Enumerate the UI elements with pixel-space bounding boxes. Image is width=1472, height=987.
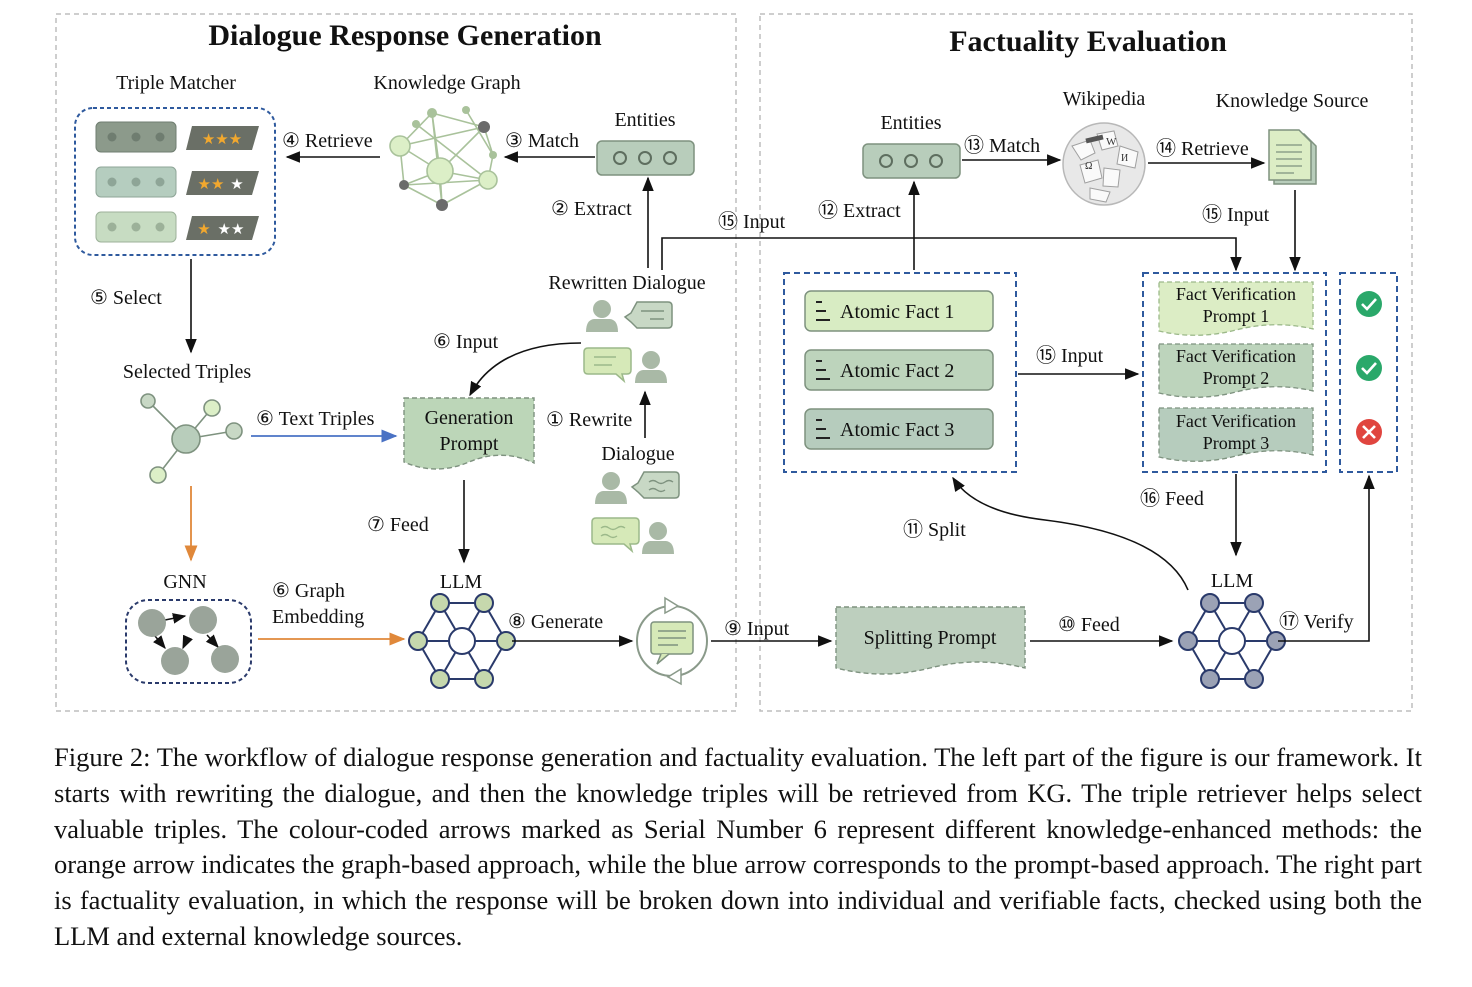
entities-label-left: Entities <box>614 109 675 131</box>
step-graph-embedding-1: ⑥ Graph <box>272 580 345 602</box>
svg-text:Atomic Fact 2: Atomic Fact 2 <box>840 360 954 382</box>
workflow-diagram: Dialogue Response Generation Factuality … <box>55 13 1413 712</box>
dialogue-icon <box>591 471 680 554</box>
svg-text:И: И <box>1121 153 1128 164</box>
input-arrow-top-route <box>661 237 1242 272</box>
svg-text:Generation: Generation <box>425 407 514 429</box>
svg-text:Prompt: Prompt <box>440 433 499 455</box>
fact-prompts-box <box>1142 272 1327 473</box>
right-panel-frame <box>759 13 1413 712</box>
gnn-label: GNN <box>163 571 206 593</box>
llm-network-right-icon <box>1178 593 1286 689</box>
step-input-splitting: ⑨ Input <box>724 618 790 640</box>
svg-text:W: W <box>1106 136 1117 148</box>
svg-text:Atomic Fact 3: Atomic Fact 3 <box>840 419 954 441</box>
step-extract-right: ⑫ Extract <box>818 199 901 222</box>
step-feed-splitting: ⑩ Feed <box>1058 614 1120 636</box>
svg-text:Fact Verification: Fact Verification <box>1176 346 1296 366</box>
entities-label-right: Entities <box>880 112 941 134</box>
input-arrow-generation <box>469 342 582 397</box>
step-split: ⑪ Split <box>903 518 966 541</box>
check-icon-2 <box>1356 355 1382 381</box>
knowledge-source-doc-icon <box>1268 129 1317 185</box>
step-text-triples: ⑥ Text Triples <box>256 408 375 430</box>
wikipedia-globe-icon: W Ω И <box>1062 122 1146 206</box>
svg-text:Ω: Ω <box>1085 161 1092 172</box>
svg-text:★: ★ <box>230 177 243 193</box>
splitting-prompt-box: Splitting Prompt <box>835 606 1026 675</box>
verify-arrow <box>1278 474 1375 642</box>
gnn-box <box>125 599 252 684</box>
check-icon-1 <box>1356 291 1382 317</box>
step-retrieve-left: ④ Retrieve <box>282 130 373 152</box>
selected-triples-icon <box>140 393 243 484</box>
svg-text:Atomic Fact 1: Atomic Fact 1 <box>840 301 954 323</box>
step-input-knowledge-source: ⑮ Input <box>1202 203 1270 226</box>
left-panel-title: Dialogue Response Generation <box>208 19 602 52</box>
entities-box-right <box>862 143 961 179</box>
triple-matcher-box: ★★★ ★★ ★ ★ ★★ <box>74 107 276 256</box>
svg-text:★: ★ <box>197 222 210 238</box>
fact-verification-prompt-1: Fact Verification Prompt 1 <box>1158 281 1314 336</box>
left-panel-frame <box>55 13 737 712</box>
svg-text:★★★: ★★★ <box>202 132 242 148</box>
atomic-fact-2: Atomic Fact 2 <box>804 349 994 391</box>
step-match-left: ③ Match <box>505 130 579 152</box>
right-panel-title: Factuality Evaluation <box>949 25 1227 58</box>
rewritten-dialogue-label: Rewritten Dialogue <box>548 272 705 294</box>
wikipedia-label: Wikipedia <box>1063 88 1146 110</box>
atomic-fact-1: Atomic Fact 1 <box>804 290 994 332</box>
step-input-facts: ⑮ Input <box>1036 344 1104 367</box>
svg-text:Fact Verification: Fact Verification <box>1176 284 1296 304</box>
step-feed-left: ⑦ Feed <box>367 514 429 536</box>
step-match-right: ⑬ Match <box>964 134 1040 157</box>
knowledge-graph-icon <box>389 106 498 211</box>
response-cycle-icon <box>636 596 708 686</box>
fact-verification-prompt-3: Fact Verification Prompt 3 <box>1158 407 1314 462</box>
llm-network-left-icon <box>408 593 516 689</box>
step-retrieve-right: ⑭ Retrieve <box>1156 137 1249 160</box>
llm-label-right: LLM <box>1211 570 1253 592</box>
atomic-fact-3: Atomic Fact 3 <box>804 408 994 450</box>
entities-box-left <box>596 140 695 176</box>
atomic-facts-box <box>783 272 1017 473</box>
fact-verification-prompt-2: Fact Verification Prompt 2 <box>1158 343 1314 398</box>
step-input-top: ⑮ Input <box>718 210 786 233</box>
step-feed-right: ⑯ Feed <box>1140 487 1204 510</box>
step-select: ⑤ Select <box>90 287 162 309</box>
step-graph-embedding-2: Embedding <box>272 606 364 628</box>
svg-text:Prompt 3: Prompt 3 <box>1203 433 1270 453</box>
rewritten-dialogue-icon <box>583 300 673 384</box>
step-rewrite: ① Rewrite <box>546 409 632 431</box>
svg-text:Prompt 1: Prompt 1 <box>1203 306 1270 326</box>
step-input-left: ⑥ Input <box>433 331 499 353</box>
figure-caption: Figure 2: The workflow of dialogue respo… <box>54 742 1422 951</box>
generation-prompt-box: Generation Prompt <box>403 397 535 470</box>
dialogue-label: Dialogue <box>601 443 674 465</box>
knowledge-graph-label: Knowledge Graph <box>373 72 520 94</box>
svg-text:Fact Verification: Fact Verification <box>1176 411 1296 431</box>
svg-text:Prompt 2: Prompt 2 <box>1203 368 1270 388</box>
svg-text:★★: ★★ <box>198 177 225 193</box>
svg-text:Splitting Prompt: Splitting Prompt <box>864 627 997 649</box>
cross-icon <box>1356 419 1382 445</box>
results-box <box>1339 272 1398 473</box>
llm-label-left: LLM <box>440 571 482 593</box>
knowledge-source-label: Knowledge Source <box>1216 90 1369 112</box>
selected-triples-label: Selected Triples <box>123 361 252 383</box>
step-extract-left: ② Extract <box>551 198 632 220</box>
svg-text:★★: ★★ <box>218 222 245 238</box>
step-generate: ⑧ Generate <box>508 611 603 633</box>
step-verify: ⑰ Verify <box>1279 610 1354 633</box>
split-arrow <box>952 476 1189 591</box>
triple-matcher-label: Triple Matcher <box>116 72 236 94</box>
